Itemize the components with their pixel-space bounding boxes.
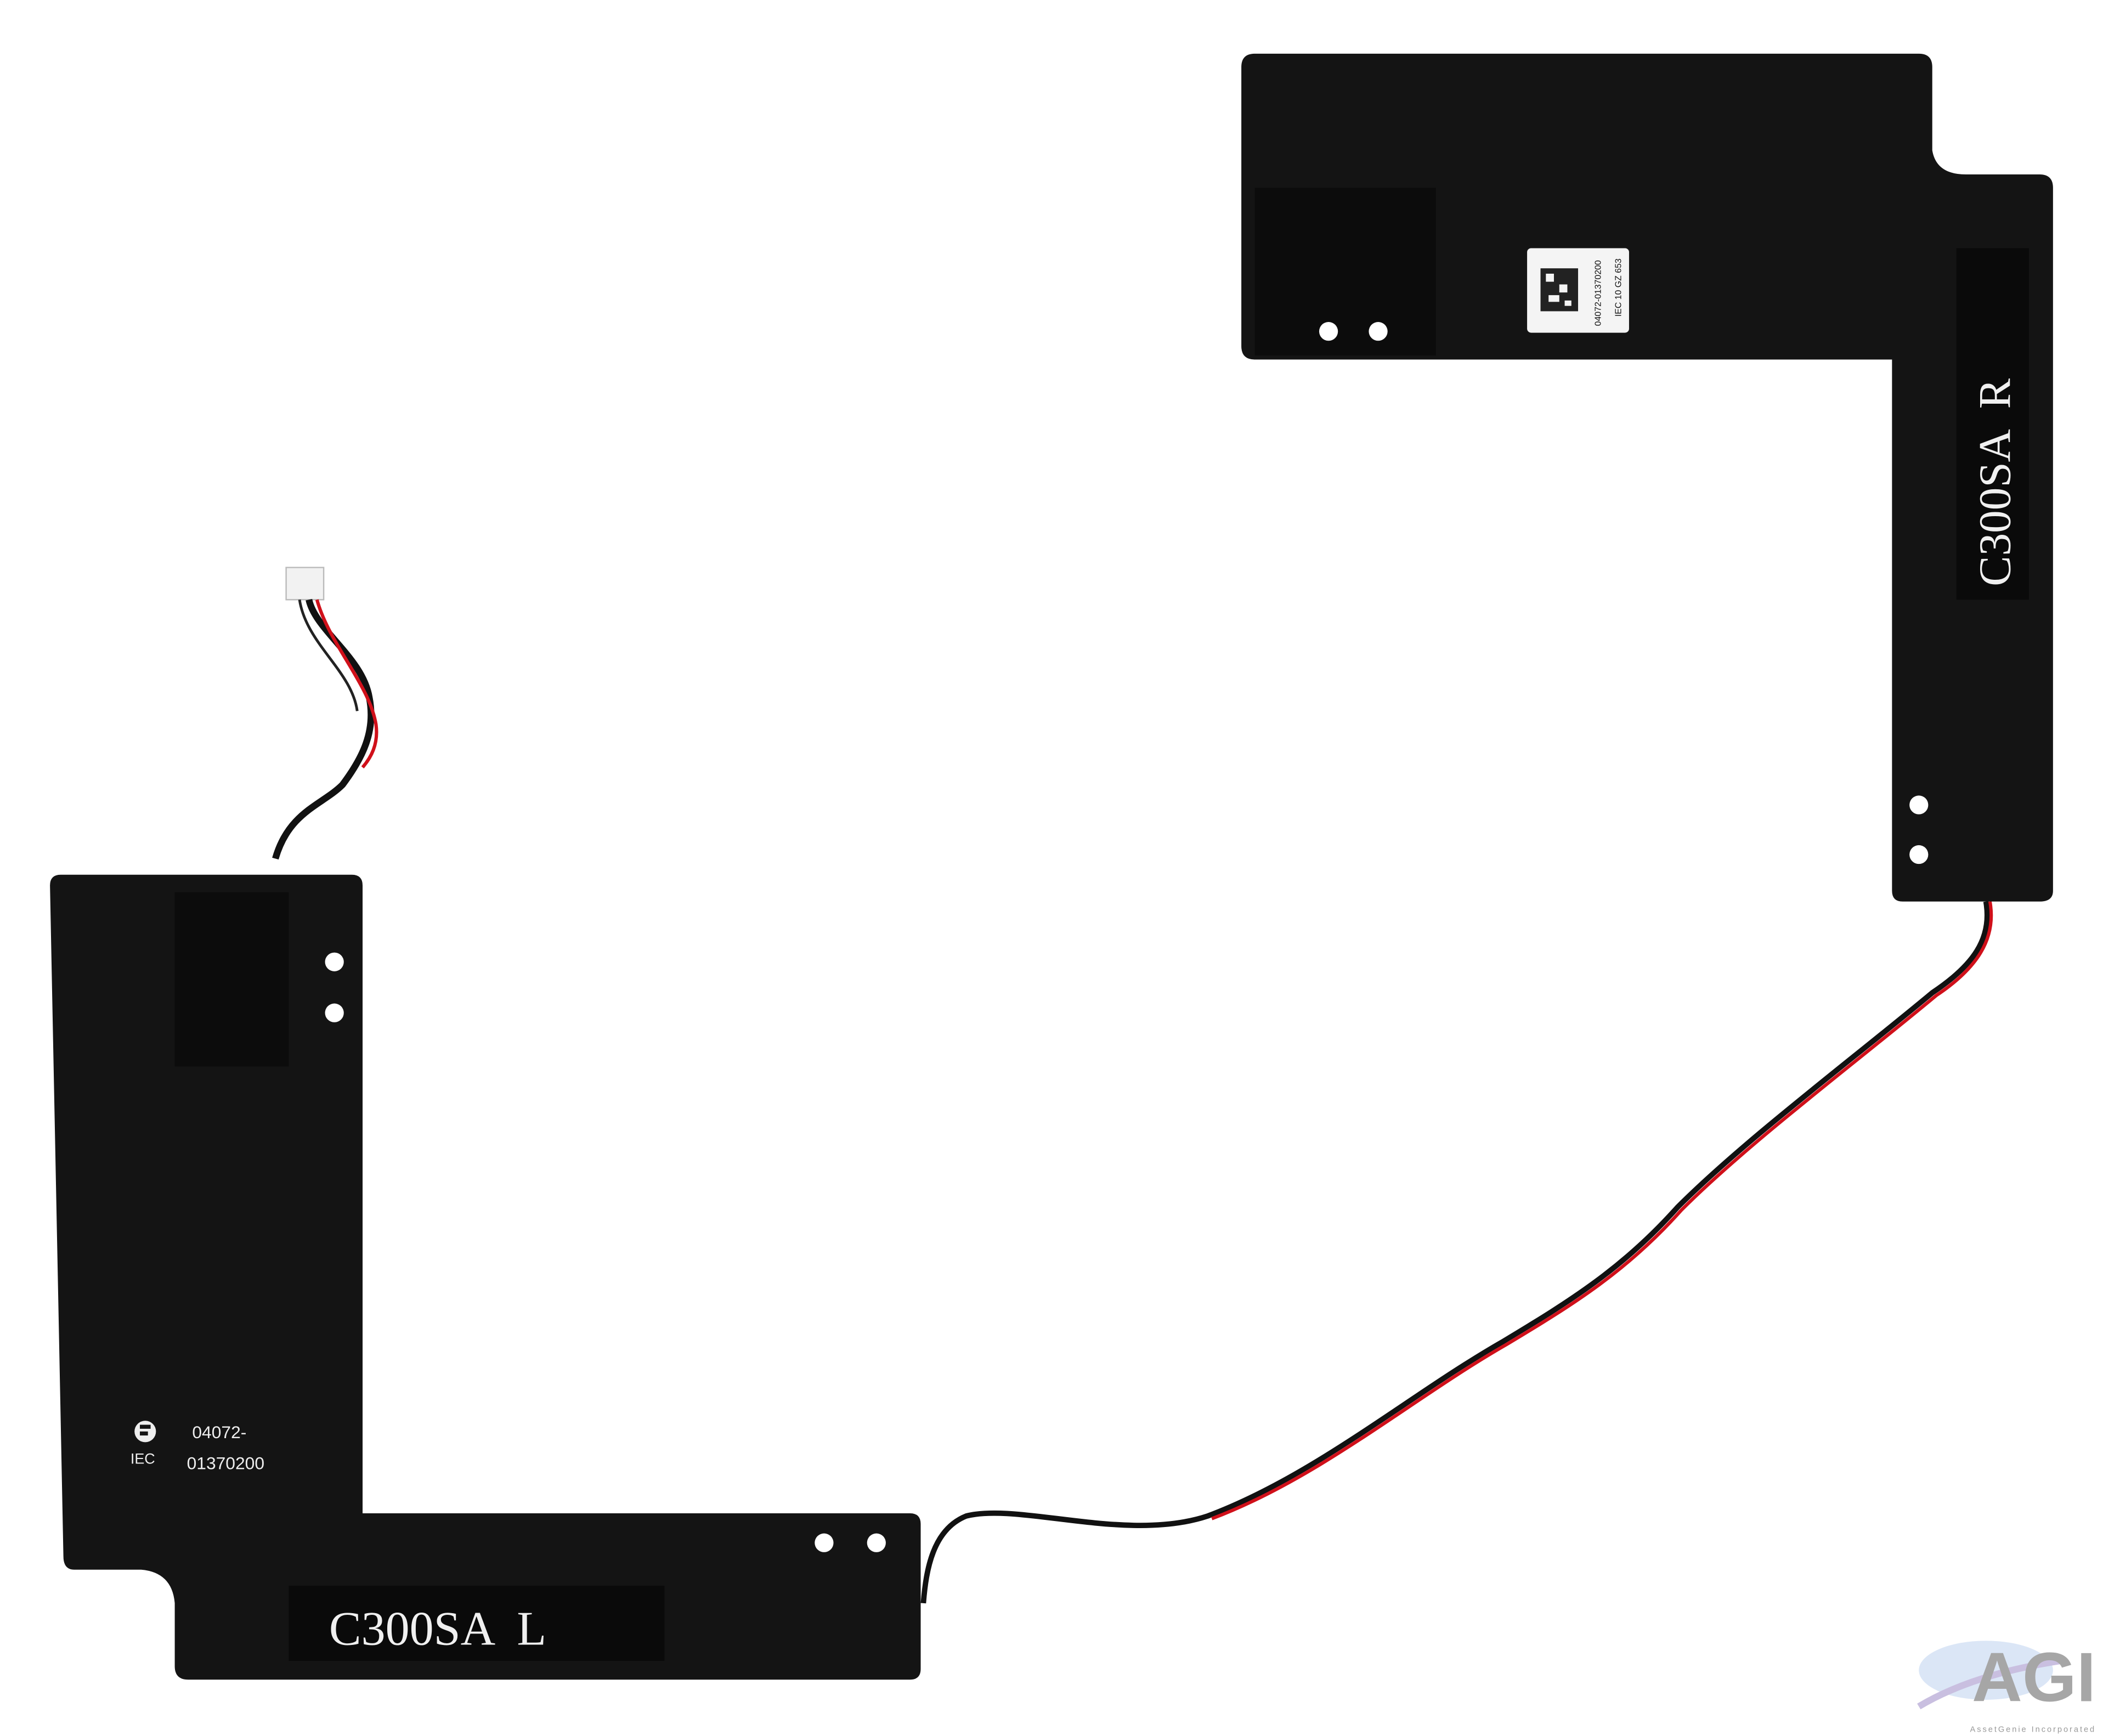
mount-hole [815, 1533, 834, 1552]
part-number-line2: 01370200 [187, 1453, 264, 1473]
mount-hole [1909, 845, 1929, 864]
mount-hole [325, 952, 344, 971]
left-speaker: 04072- 01370200 IEC C300SA L [50, 874, 921, 1680]
sticker-cert: IEC 10 GZ 653 [1614, 258, 1623, 316]
right-speaker: 04072-01370200 IEC 10 GZ 653 C300SA R [1241, 53, 2053, 902]
manufacturer-logo-icon [134, 1421, 156, 1443]
mount-hole [325, 1003, 344, 1022]
mount-hole [1909, 795, 1929, 815]
mount-hole [1319, 322, 1338, 341]
connector-plug [285, 567, 325, 601]
connector-cable [272, 567, 378, 860]
left-speaker-label: C300SA L [329, 1603, 546, 1656]
watermark-company: AssetGenie Incorporated [1970, 1726, 2096, 1734]
interconnect-wire [920, 901, 1993, 1604]
right-speaker-label: C300SA R [1970, 378, 2020, 586]
mount-hole [867, 1533, 886, 1552]
part-number-line1: 04072- [192, 1422, 246, 1442]
mount-hole [1369, 322, 1388, 341]
sticker-part-number: 04072-01370200 [1594, 260, 1603, 326]
agi-watermark: AGI AssetGenie Incorporated [1917, 1638, 2096, 1734]
watermark-logo: AGI [1972, 1638, 2096, 1716]
barcode-sticker: 04072-01370200 IEC 10 GZ 653 [1527, 248, 1629, 333]
cert-mark: IEC [131, 1450, 155, 1467]
